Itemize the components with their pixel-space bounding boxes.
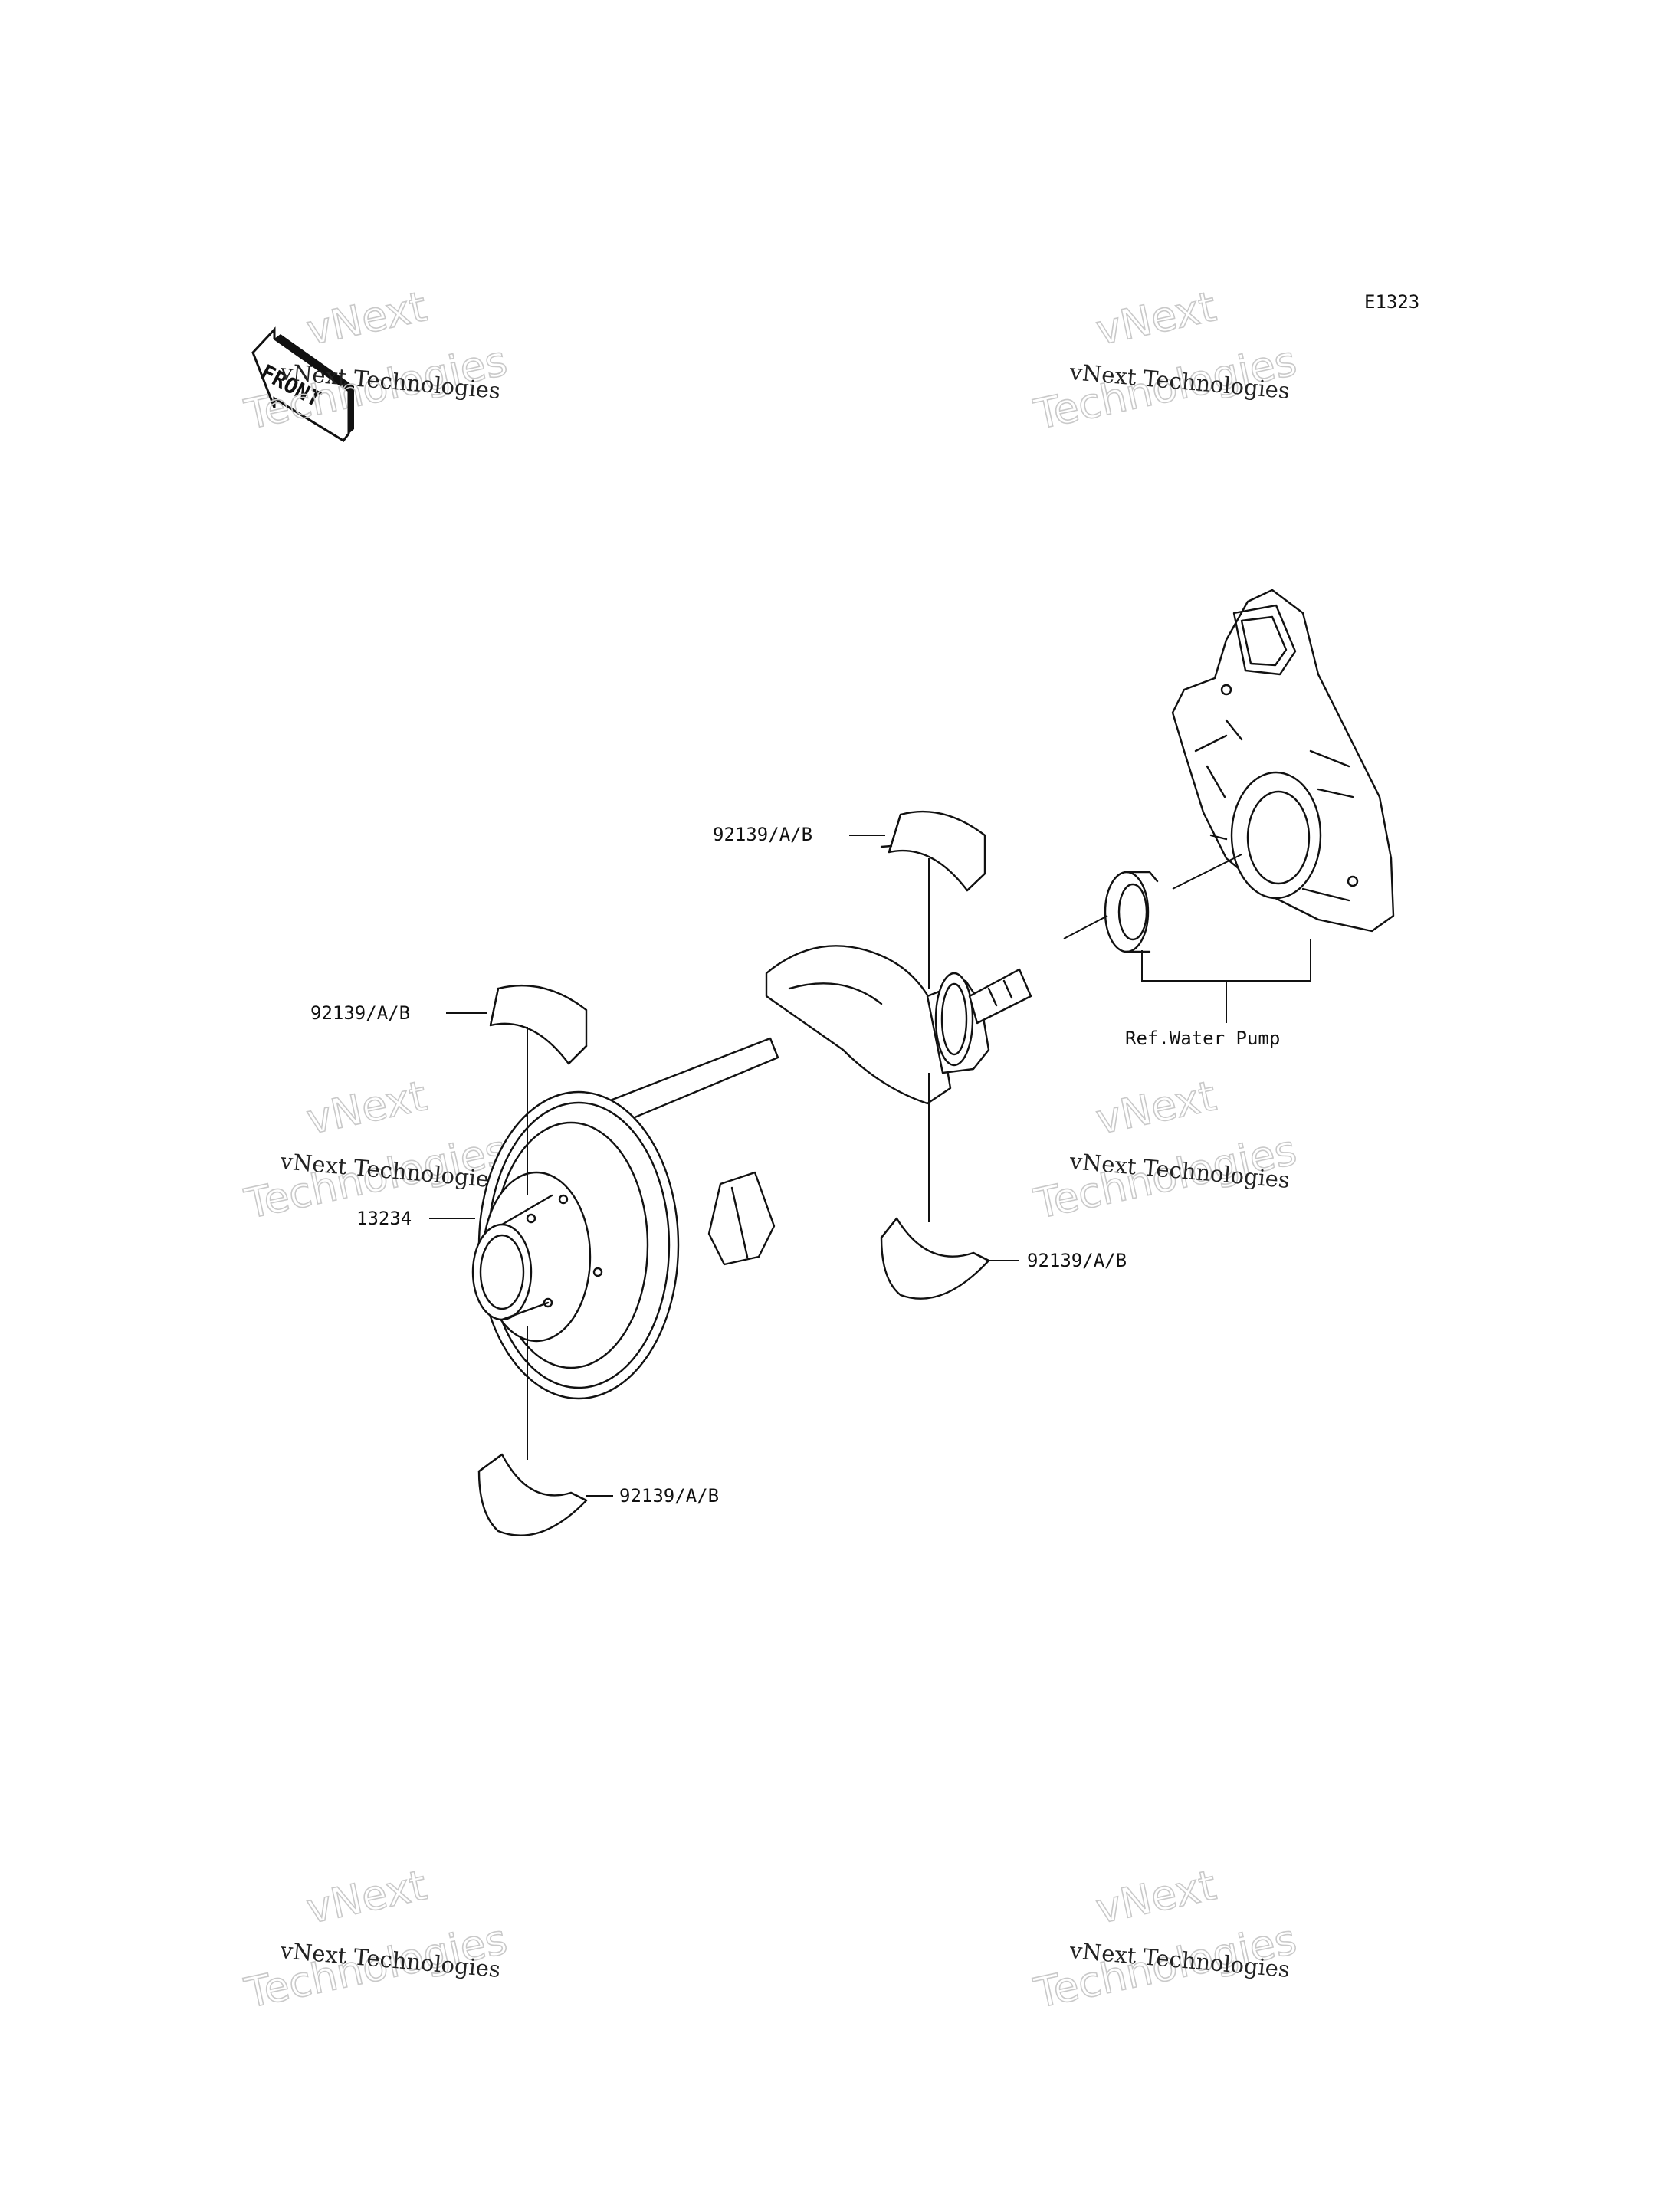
watermark: vNext Technologies vNext Technologies xyxy=(240,1860,512,2018)
watermark: vNext Technologies vNext Technologies xyxy=(240,281,512,439)
shaft-axis-line xyxy=(1063,915,1108,939)
watermark: vNext Technologies vNext Technologies xyxy=(1029,1860,1301,2018)
bearing-shell-top xyxy=(880,810,986,892)
watermark: vNext Technologies vNext Technologies xyxy=(1029,1071,1301,1228)
watermark: vNext Technologies vNext Technologies xyxy=(1029,281,1301,439)
watermark: vNext Technologies vNext Technologies xyxy=(240,1071,512,1228)
watermark-line1: vNext xyxy=(1092,282,1220,354)
watermark-line1: vNext xyxy=(303,1071,431,1143)
bearing-shell-bottom xyxy=(477,1453,588,1536)
shaft-axis-line xyxy=(1172,854,1242,890)
callout-gear: 13234 xyxy=(356,1208,412,1229)
watermark-line1: vNext xyxy=(303,1861,431,1933)
callout-bearing-left: 92139/A/B xyxy=(310,1002,410,1024)
watermark-line1: vNext xyxy=(1092,1861,1220,1933)
watermark-line1: vNext xyxy=(303,282,431,354)
water-pump-cover xyxy=(1171,589,1395,933)
callout-bearing-bottom: 92139/A/B xyxy=(619,1485,719,1507)
bearing-shell-right xyxy=(880,1217,990,1300)
oil-seal xyxy=(1104,871,1159,953)
leader-line xyxy=(1141,939,1311,982)
callout-water-pump-ref: Ref.Water Pump xyxy=(1125,1028,1280,1049)
callout-bearing-top: 92139/A/B xyxy=(713,824,812,845)
bearing-shell-left xyxy=(489,984,588,1065)
watermark-line1: vNext xyxy=(1092,1071,1220,1143)
balancer-gear xyxy=(471,1090,680,1400)
callout-bearing-right: 92139/A/B xyxy=(1027,1250,1127,1271)
diagram-code: E1323 xyxy=(1364,291,1419,313)
